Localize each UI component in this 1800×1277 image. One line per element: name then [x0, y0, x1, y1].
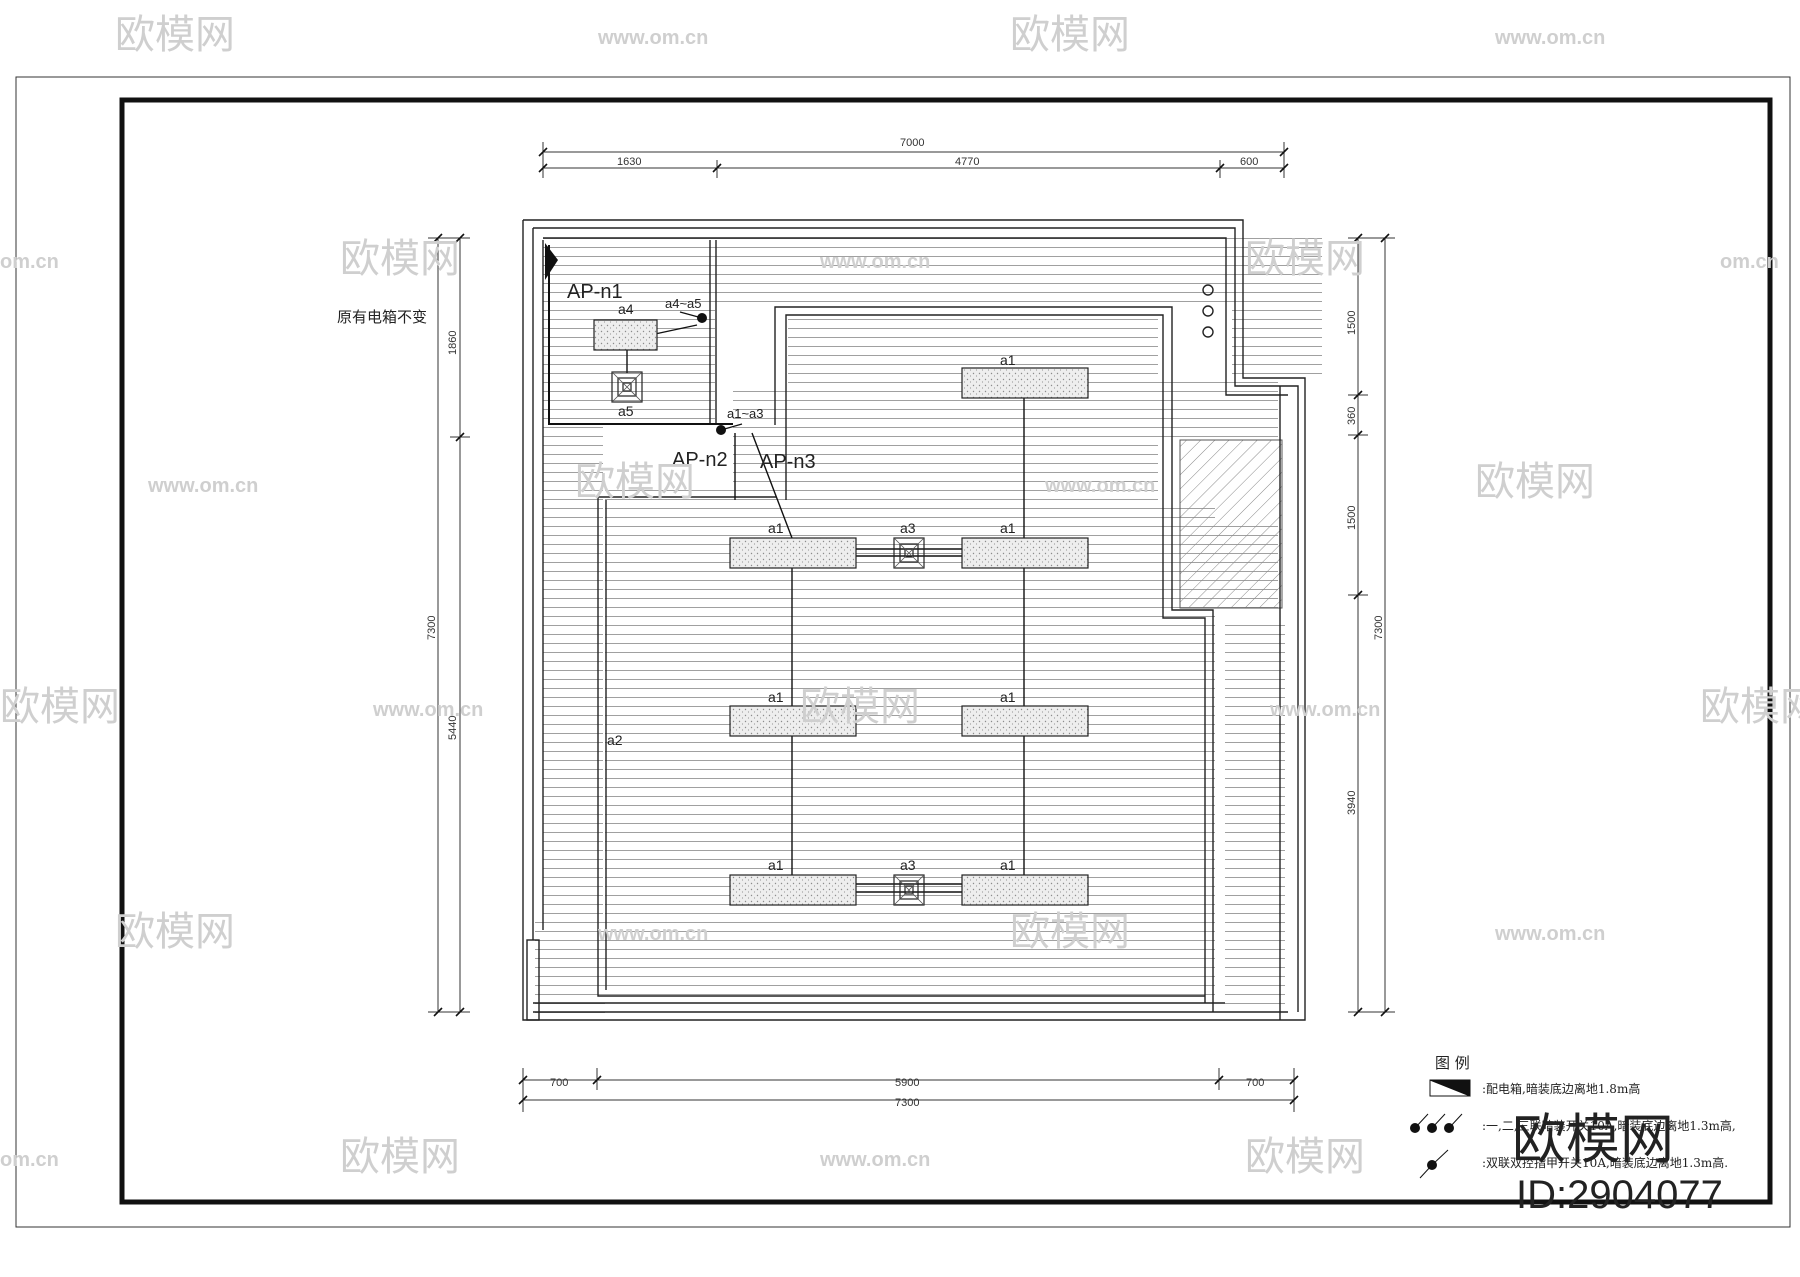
- watermark-url: www.om.cn: [819, 1149, 930, 1171]
- watermark-url: www.om.cn: [372, 699, 483, 721]
- walls: [522, 219, 1306, 1021]
- fixture-a1-r1-left: [729, 537, 857, 569]
- dimension-text: 7000 1630 4770 600 700 5900 700 7300 186…: [426, 137, 1385, 1109]
- legend-switch-icon: [1410, 1113, 1463, 1133]
- label-a1-r3-right: a1: [1000, 857, 1016, 873]
- label-a3-r3: a3: [900, 857, 916, 873]
- drawing-frame: [119, 97, 1773, 1205]
- circuit-wiring: [626, 324, 1025, 893]
- panel-label-3: AP-n3: [760, 451, 816, 473]
- dim-bottom-seg-2: 5900: [895, 1077, 919, 1089]
- dim-top-total: 7000: [900, 137, 924, 149]
- label-a5: a5: [618, 403, 634, 419]
- watermark-url: www.om.cn: [147, 475, 258, 497]
- dim-right-seg-1: 1500: [1346, 311, 1358, 335]
- panel-label-2: AP-n2: [672, 449, 728, 471]
- watermark-logo: 欧模网: [0, 684, 120, 730]
- legend-title: 图 例: [1435, 1054, 1470, 1072]
- watermark-logo: 欧模网: [1010, 12, 1130, 58]
- outer-border: [15, 76, 1791, 1228]
- label-a1-top: a1: [1000, 352, 1016, 368]
- dim-bottom-seg-3: 700: [1246, 1077, 1264, 1089]
- dim-left-seg-2: 5440: [447, 716, 459, 740]
- fixture-a1-r1-right: [961, 537, 1089, 569]
- label-a4-a5: a4~a5: [665, 296, 702, 311]
- fixture-a1-top: [961, 367, 1089, 399]
- watermark-url: om.cn: [1720, 251, 1779, 273]
- watermarks: 欧模网欧模网欧模网欧模网欧模网欧模网欧模网欧模网欧模网欧模网欧模网欧模网欧模网w…: [0, 12, 1800, 1180]
- label-a1-r3-left: a1: [768, 857, 784, 873]
- legend-item-3: :双联双控指甲开关10A,暗装底边离地1.3m高.: [1482, 1155, 1728, 1170]
- label-a1-a3: a1~a3: [727, 406, 764, 421]
- dim-right-seg-2: 360: [1346, 407, 1358, 425]
- fixture-a1-r3-left: [729, 874, 857, 906]
- watermark-url: www.om.cn: [597, 27, 708, 49]
- dim-top-seg-3: 600: [1240, 156, 1258, 168]
- panel-wiring: [548, 245, 733, 425]
- dim-bottom-seg-1: 700: [550, 1077, 568, 1089]
- watermark-url: www.om.cn: [1494, 923, 1605, 945]
- light-fixtures: [593, 319, 1089, 906]
- watermark-logo: 欧模网: [1245, 1134, 1365, 1180]
- legend-box-icon: [1429, 1079, 1471, 1097]
- watermark-logo: 欧模网: [1700, 684, 1800, 730]
- watermark-logo: 欧模网: [800, 684, 920, 730]
- distribution-box-icon: [545, 243, 558, 280]
- fixture-a1-r2-left: [729, 705, 857, 737]
- existing-box-note: 原有电箱不变: [337, 308, 427, 326]
- dim-right-total: 7300: [1373, 616, 1385, 640]
- dim-top-seg-2: 4770: [955, 156, 979, 168]
- watermark-url: om.cn: [0, 1149, 59, 1171]
- watermark-url: www.om.cn: [819, 251, 930, 273]
- fixture-a1-r3-right: [961, 874, 1089, 906]
- corner-id: ID:2904077: [1516, 1173, 1723, 1217]
- watermark-logo: 欧模网: [1245, 236, 1365, 282]
- dim-top-seg-1: 1630: [617, 156, 641, 168]
- label-a1-r1-left: a1: [768, 520, 784, 536]
- dimension-ticks: [433, 147, 1390, 1105]
- label-a2: a2: [607, 732, 623, 748]
- label-a1-r1-right: a1: [1000, 520, 1016, 536]
- watermark-logo: 欧模网: [1010, 909, 1130, 955]
- fixture-a1-r2-right: [961, 705, 1089, 737]
- panel-label-1: AP-n1: [567, 281, 623, 303]
- corner-logo: 欧模网: [1512, 1108, 1674, 1171]
- watermark-url: www.om.cn: [1494, 27, 1605, 49]
- dim-left-total: 7300: [426, 616, 438, 640]
- label-a4: a4: [618, 301, 634, 317]
- watermark-logo: 欧模网: [575, 459, 695, 505]
- legend-item-1: :配电箱,暗装底边离地1.8m高: [1482, 1081, 1640, 1096]
- fixture-a5: [611, 371, 643, 403]
- watermark-url: www.om.cn: [1269, 699, 1380, 721]
- fixture-a3-r1: [893, 537, 925, 569]
- fixture-a4: [593, 319, 658, 351]
- dim-right-seg-4: 3940: [1346, 791, 1358, 815]
- label-a1-r2-left: a1: [768, 689, 784, 705]
- label-a3-r1: a3: [900, 520, 916, 536]
- dimension-lines: [428, 142, 1395, 1112]
- watermark-url: www.om.cn: [1044, 475, 1155, 497]
- watermark-logo: 欧模网: [115, 12, 235, 58]
- label-a1-r2-right: a1: [1000, 689, 1016, 705]
- dim-right-seg-3: 1500: [1346, 506, 1358, 530]
- watermark-logo: 欧模网: [340, 236, 460, 282]
- dim-left-seg-1: 1860: [447, 331, 459, 355]
- fixture-a3-r3: [893, 874, 925, 906]
- watermark-logo: 欧模网: [340, 1134, 460, 1180]
- legend: 图 例 :配电箱,暗装底边离地1.8m高 :一,二,三联暗装开关10A,暗装底边…: [1410, 1054, 1736, 1179]
- legend-item-2: :一,二,三联暗装开关10A,暗装底边离地1.3m高,: [1482, 1118, 1736, 1133]
- watermark-logo: 欧模网: [115, 909, 235, 955]
- dim-bottom-total: 7300: [895, 1097, 919, 1109]
- legend-dual-switch-icon: [1419, 1149, 1449, 1179]
- watermark-logo: 欧模网: [1475, 459, 1595, 505]
- watermark-url: om.cn: [0, 251, 59, 273]
- fixture-labels: AP-n1 a4 a4~a5 a5 a1~a3 AP-n2 AP-n3 a1 a…: [567, 281, 1016, 873]
- watermark-url: www.om.cn: [597, 923, 708, 945]
- switch-icons: [679, 311, 743, 435]
